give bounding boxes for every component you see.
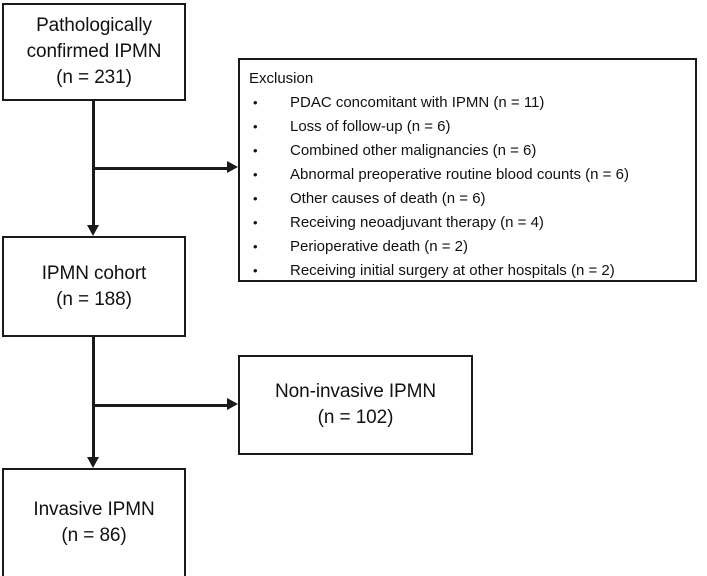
node-exclusion-criteria: Exclusion PDAC concomitant with IPMN (n …	[238, 58, 697, 283]
exclusion-list-item: Receiving neoadjuvant therapy (n = 4)	[248, 211, 695, 235]
node-cohort-count: (n = 188)	[56, 288, 132, 310]
arrowhead-pathologic-to-cohort	[87, 225, 99, 236]
arrowhead-branch-to-non-invasive	[227, 398, 238, 410]
connector-cohort-to-invasive	[92, 337, 95, 457]
exclusion-list-item: Other causes of death (n = 6)	[248, 187, 695, 211]
exclusion-list-item: Loss of follow-up (n = 6)	[248, 115, 695, 139]
node-ipmn-cohort: IPMN cohort (n = 188)	[2, 236, 186, 337]
node-non-invasive-ipmn: Non-invasive IPMN (n = 102)	[238, 355, 473, 455]
connector-pathologic-to-cohort	[92, 101, 95, 225]
node-pathologic-count: (n = 231)	[56, 67, 132, 88]
exclusion-list-item: Receiving initial surgery at other hospi…	[248, 259, 695, 283]
arrowhead-branch-to-exclusion	[227, 161, 238, 173]
exclusion-list-item: Combined other malignancies (n = 6)	[248, 139, 695, 163]
node-noninvasive-count: (n = 102)	[317, 407, 394, 428]
exclusion-list-item: Perioperative death (n = 2)	[248, 235, 695, 259]
node-invasive-count: (n = 86)	[61, 525, 127, 546]
node-noninvasive-line1: Non-invasive IPMN	[275, 381, 436, 402]
connector-cohort-branch-to-exclusion	[92, 167, 227, 170]
node-pathologic-line1: Pathologically	[36, 15, 152, 36]
node-pathologic-line2: confirmed IPMN	[26, 41, 162, 62]
node-pathologically-confirmed-ipmn: Pathologically confirmed IPMN (n = 231)	[2, 3, 186, 101]
exclusion-list-item: PDAC concomitant with IPMN (n = 11)	[248, 91, 695, 115]
node-invasive-line1: Invasive IPMN	[33, 499, 155, 520]
connector-branch-to-non-invasive	[92, 404, 227, 407]
arrowhead-cohort-to-invasive	[87, 457, 99, 468]
node-cohort-line1: IPMN cohort	[41, 262, 147, 284]
exclusion-list: PDAC concomitant with IPMN (n = 11) Loss…	[248, 91, 695, 283]
exclusion-list-item: Abnormal preoperative routine blood coun…	[248, 163, 695, 187]
exclusion-title: Exclusion	[249, 70, 314, 87]
node-invasive-ipmn: Invasive IPMN (n = 86)	[2, 468, 186, 576]
